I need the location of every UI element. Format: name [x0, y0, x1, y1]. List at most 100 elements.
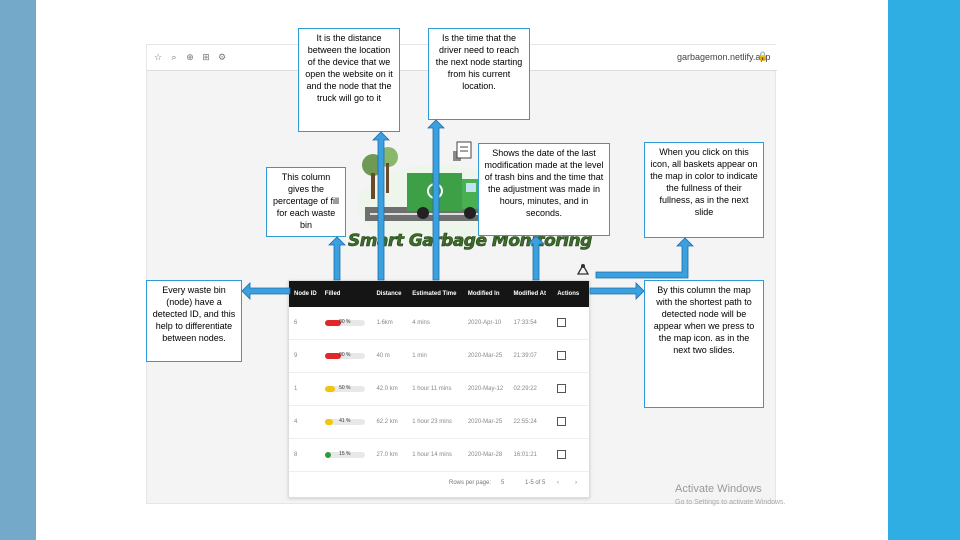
- table-row[interactable]: 9 80 % 40 m 1 min 2020-Mar-25 21:39:07: [289, 340, 589, 373]
- note-actions: By this column the map with the shortest…: [644, 280, 764, 408]
- cell-modified-in: 2020-Mar-25: [467, 353, 503, 359]
- cell-actions: [557, 350, 589, 362]
- cell-filled: 41 %: [324, 418, 377, 425]
- cell-node-id: 4: [294, 419, 298, 425]
- fill-bar-level: [324, 386, 335, 392]
- arrow-actions: [589, 282, 645, 300]
- rows-per-page-select[interactable]: 5: [501, 480, 505, 486]
- edit-note-icon: [456, 141, 472, 159]
- cell-modified-at: 21:39:07: [513, 353, 537, 359]
- cell-distance: 1.6km: [376, 320, 393, 326]
- cell-modified-at: 22:55:24: [513, 419, 537, 425]
- header-estimated-time[interactable]: Estimated Time: [412, 291, 457, 297]
- cell-filled: 15 %: [324, 451, 377, 458]
- cell-modified-at: 02:29:22: [513, 386, 537, 392]
- note-modified: Shows the date of the last modification …: [478, 143, 610, 236]
- page-range: 1-5 of 5: [525, 480, 546, 486]
- cell-estimated-time: 1 min: [412, 353, 427, 359]
- cell-distance: 40 m: [376, 353, 390, 359]
- map-action-icon[interactable]: [557, 449, 567, 459]
- map-action-icon[interactable]: [557, 350, 567, 360]
- cell-node-id: 9: [294, 353, 298, 359]
- zoom-icon[interactable]: ⊕: [186, 53, 194, 63]
- fill-percent: 50 %: [339, 385, 351, 391]
- note-map-icon: When you click on this icon, all baskets…: [644, 142, 764, 238]
- cell-filled: 80 %: [324, 352, 377, 359]
- cell-node-id: 1: [294, 386, 298, 392]
- cell-estimated-time: 4 mins: [412, 320, 430, 326]
- rows-per-page-label: Rows per page:: [449, 480, 492, 486]
- note-node-id: Every waste bin (node) have a detected I…: [146, 280, 242, 362]
- cell-distance: 27.0 km: [376, 452, 398, 458]
- map-action-icon[interactable]: [557, 383, 567, 393]
- cell-estimated-time: 1 hour 11 mins: [412, 386, 452, 392]
- settings-icon[interactable]: ⚙: [217, 53, 227, 63]
- cell-modified-at: 16:01:21: [513, 452, 537, 458]
- cell-actions: [557, 416, 589, 428]
- fill-bar: 80 %: [324, 352, 365, 359]
- prev-page-icon[interactable]: ‹: [557, 480, 559, 486]
- arrow-node-id: [241, 282, 291, 300]
- note-distance: It is the distance between the location …: [298, 28, 400, 132]
- cell-node-id: 8: [294, 452, 298, 458]
- fill-bar-level: [324, 320, 341, 326]
- fill-bar-level: [324, 452, 331, 458]
- fill-percent: 15 %: [339, 451, 351, 457]
- fill-bar-level: [324, 353, 341, 359]
- header-filled[interactable]: Filled: [324, 291, 341, 297]
- fill-bar: 41 %: [324, 418, 365, 425]
- cell-estimated-time: 1 hour 23 mins: [412, 419, 452, 425]
- arrow-filled: [328, 236, 346, 281]
- arrow-map-icon: [595, 237, 694, 279]
- map-action-icon[interactable]: [557, 317, 567, 327]
- cell-modified-in: 2020-Mar-25: [467, 419, 503, 425]
- cell-distance: 62.2 km: [376, 419, 398, 425]
- cell-actions: [557, 317, 589, 329]
- url-text[interactable]: garbagemon.netlify.app: [677, 52, 771, 62]
- arrow-distance: [372, 131, 390, 281]
- map-action-icon[interactable]: [557, 416, 567, 426]
- search-icon[interactable]: ⌕: [171, 53, 177, 63]
- arrow-time: [427, 119, 445, 281]
- note-estimated-time: Is the time that the driver need to reac…: [428, 28, 530, 120]
- fill-percent: 80 %: [339, 319, 351, 325]
- cell-filled: 80 %: [324, 319, 377, 326]
- next-page-icon[interactable]: ›: [575, 480, 577, 486]
- activate-windows-title: Activate Windows: [675, 483, 762, 495]
- activate-windows-subtitle: Go to Settings to activate Windows.: [675, 499, 786, 506]
- fill-bar: 80 %: [324, 319, 365, 326]
- fill-percent: 41 %: [339, 418, 351, 424]
- header-distance[interactable]: Distance: [376, 291, 402, 297]
- fill-bar: 50 %: [324, 385, 365, 392]
- header-actions: Actions: [557, 291, 580, 297]
- map-icon[interactable]: [576, 262, 590, 276]
- fill-bar: 15 %: [324, 451, 365, 458]
- star-icon[interactable]: ☆: [153, 53, 163, 63]
- header-modified-in[interactable]: Modified In: [467, 291, 500, 297]
- table-header: Node ID Filled Distance Estimated Time M…: [289, 281, 589, 307]
- cell-filled: 50 %: [324, 385, 377, 392]
- cell-modified-in: 2020-Apr-10: [467, 320, 502, 326]
- header-modified-at[interactable]: Modified At: [513, 291, 546, 297]
- cell-distance: 42.0 km: [376, 386, 398, 392]
- arrow-modified: [527, 235, 545, 281]
- cell-estimated-time: 1 hour 14 mins: [412, 452, 452, 458]
- right-accent-bar: [888, 0, 960, 540]
- nodes-table: Node ID Filled Distance Estimated Time M…: [288, 280, 590, 498]
- cell-actions: [557, 449, 589, 461]
- table-pagination: Rows per page: 5 1-5 of 5 ‹ ›: [289, 469, 589, 497]
- left-accent-bar: [0, 0, 36, 540]
- lock-icon: 🔒: [757, 52, 769, 62]
- fill-percent: 80 %: [339, 352, 351, 358]
- translate-icon[interactable]: ⊞: [202, 53, 210, 63]
- cell-node-id: 6: [294, 320, 298, 326]
- header-node-id[interactable]: Node ID: [294, 291, 317, 297]
- cell-actions: [557, 383, 589, 395]
- fill-bar-level: [324, 419, 333, 425]
- table-row[interactable]: 4 41 % 62.2 km 1 hour 23 mins 2020-Mar-25 22:…: [289, 406, 589, 439]
